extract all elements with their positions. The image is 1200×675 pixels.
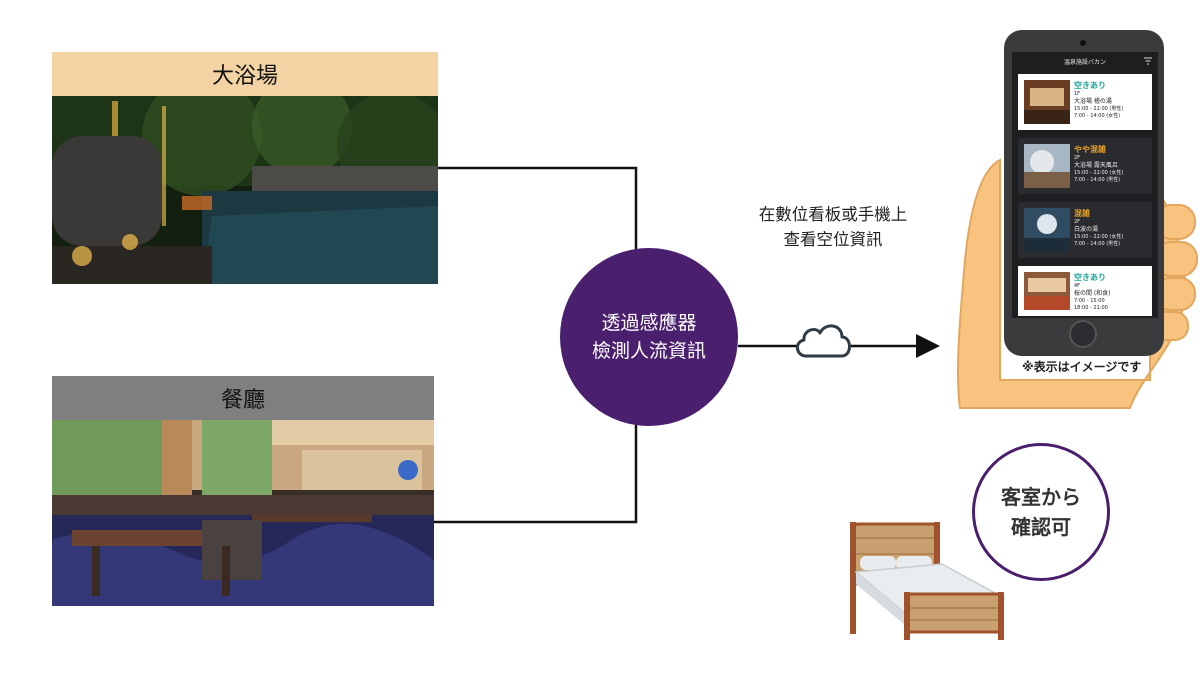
restaurant-connector [434,422,638,524]
slot-hours-1: 15:00 - 22:00 (女性) [1074,170,1124,176]
bath-title-text: 大浴場 [211,64,278,89]
slot-floor: 2F [1074,155,1081,161]
slot-floor: 1F [1074,91,1081,97]
view-caption: 在數位看板或手機上 查看空位資訊 [722,202,944,252]
facility-thumbnail [1024,208,1070,252]
app-title: 温泉施設バカン [1063,58,1106,66]
phone-camera-dot [1080,40,1086,46]
slot-hours-1: 15:00 - 22:00 (男性) [1074,106,1124,112]
filter-menu-icon[interactable] [1143,56,1153,66]
view-caption-line-2: 查看空位資訊 [783,230,883,249]
slot-name: 桜の間 (和食) [1074,290,1111,297]
facility-card-4[interactable]: 空きあり 4F 桜の間 (和食) 7:00 - 15:00 18:00 - 21… [1018,266,1152,316]
facility-card-1[interactable]: 空きあり 1F 大浴場 檜の湯 15:00 - 22:00 (男性) 7:00 … [1018,74,1152,130]
app-bar: 温泉施設バカン [1012,52,1158,70]
facility-thumbnail [1024,80,1070,124]
slot-name: 白波の湯 [1074,226,1099,233]
slot-hours-1: 15:00 - 22:00 (女性) [1074,234,1124,240]
slot-status: 混雑 [1074,209,1090,218]
view-caption-line-1: 在數位看板或手機上 [758,205,908,224]
slot-status: 空きあり [1074,273,1106,282]
slot-name: 大浴場 露天風呂 [1074,162,1118,169]
slot-hours-2: 7:00 - 14:00 (男性) [1074,241,1121,247]
slot-name: 大浴場 檜の湯 [1074,98,1112,105]
room-badge: 客室から 確認可 [972,443,1110,581]
home-button[interactable] [1069,320,1097,348]
phone-screen: 温泉施設バカン 空きあり 1F 大浴場 檜の湯 15:00 - 22:00 (男… [1012,52,1158,318]
bath-photo [52,96,438,284]
room-badge-line-1: 客室から [1001,485,1081,509]
slot-floor: 2F [1074,219,1081,225]
room-badge-line-2: 確認可 [1011,515,1071,539]
image-note: ※表示はイメージです [1022,360,1142,374]
restaurant-title-text: 餐廳 [220,388,265,413]
sensor-hub: 透過感應器 檢測人流資訊 [560,248,738,426]
slot-status: やや混雑 [1074,145,1106,154]
slot-status: 空きあり [1074,81,1106,90]
hub-line-1: 透過感應器 [601,312,697,334]
cloud-icon [796,324,851,358]
slot-hours-2: 18:00 - 21:00 [1074,305,1108,311]
bath-title: 大浴場 [52,52,438,96]
hub-line-2: 檢測人流資訊 [591,340,706,362]
facility-card-3[interactable]: 混雑 2F 白波の湯 15:00 - 22:00 (女性) 7:00 - 14:… [1018,202,1152,258]
arrow-head [916,334,940,358]
facility-card-2[interactable]: やや混雑 2F 大浴場 露天風呂 15:00 - 22:00 (女性) 7:00… [1018,138,1152,194]
bath-connector [438,166,638,252]
restaurant-photo [52,420,434,606]
slot-hours-1: 7:00 - 15:00 [1074,298,1105,304]
slot-floor: 4F [1074,283,1081,289]
slot-hours-2: 7:00 - 14:00 (男性) [1074,177,1121,183]
facility-thumbnail [1024,144,1070,188]
facility-thumbnail [1024,272,1070,310]
slot-hours-2: 7:00 - 14:00 (女性) [1074,113,1121,119]
restaurant-title: 餐廳 [52,376,434,420]
bed-illustration [850,522,1007,640]
